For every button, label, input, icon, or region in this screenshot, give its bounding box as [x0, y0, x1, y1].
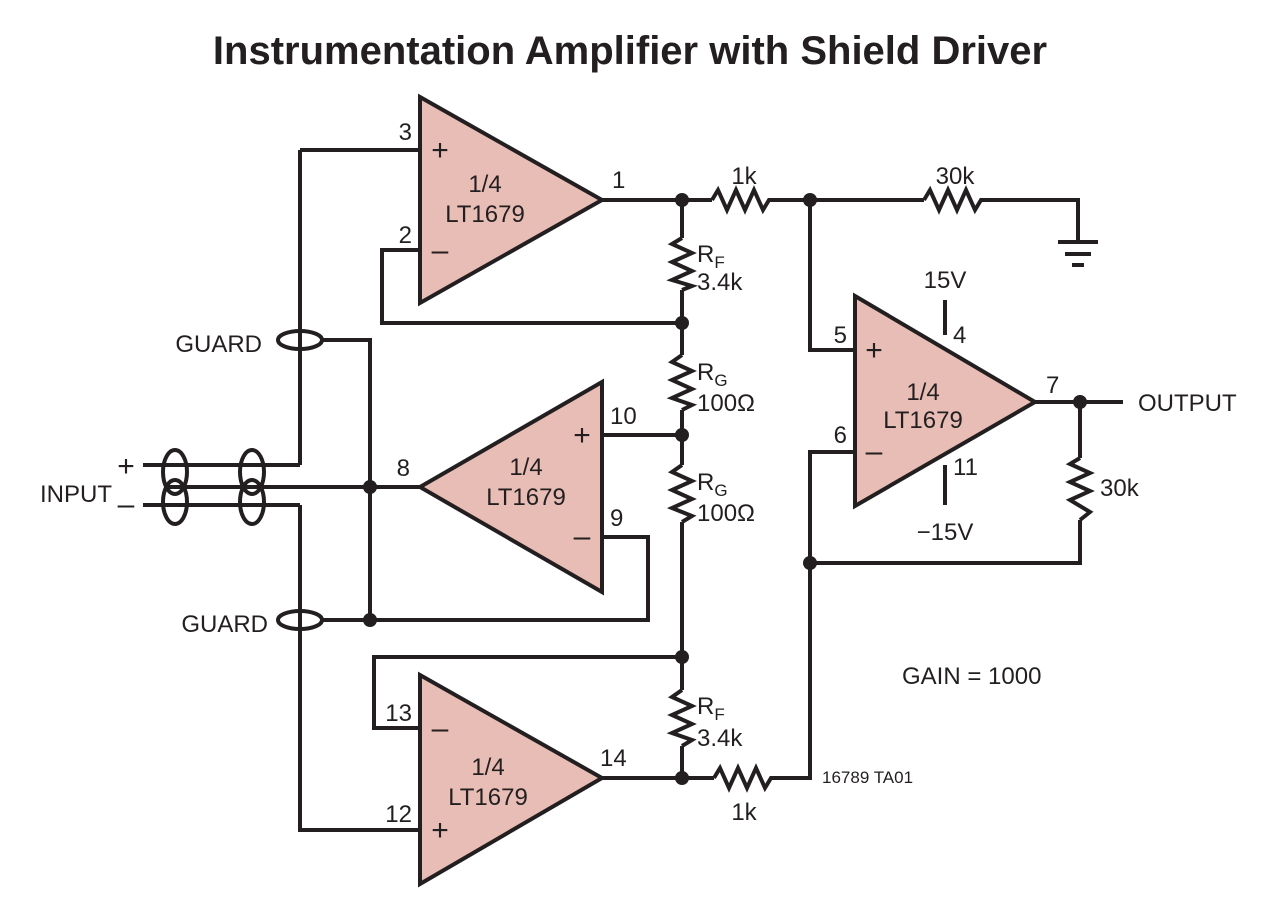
label-rf-bottom: RF — [697, 693, 725, 724]
label-1k-bottom: 1k — [731, 799, 757, 826]
svg-text:+: + — [431, 814, 449, 847]
label-rg-top: RG — [697, 359, 728, 390]
label-rf-top: RF — [697, 241, 725, 272]
shield-ring-right-top — [238, 448, 266, 496]
svg-text:+: + — [573, 419, 591, 452]
op-amp-top-labels: 1/4 LT1679 + – 3 2 1 — [399, 119, 626, 267]
label-rg-bottom-value: 100Ω — [697, 500, 755, 527]
svg-text:+: + — [431, 134, 449, 167]
svg-text:14: 14 — [600, 745, 627, 772]
input-minus-sign: – — [118, 488, 135, 521]
svg-text:1/4: 1/4 — [509, 454, 542, 481]
resistor-30k-top — [922, 185, 986, 215]
resistor-1k-top — [710, 185, 774, 215]
guard-ring-bottom — [276, 609, 324, 631]
op-amp-top — [418, 93, 607, 307]
svg-text:LT1679: LT1679 — [445, 201, 525, 228]
guard-top-label: GUARD — [175, 331, 262, 358]
gain-label: GAIN = 1000 — [902, 663, 1041, 690]
shield-ring-left-top — [161, 448, 189, 496]
op-amp-output — [853, 292, 1039, 510]
svg-text:–: – — [574, 520, 591, 553]
guard-bottom-label: GUARD — [181, 611, 268, 638]
input-plus-sign: + — [117, 450, 135, 483]
svg-text:–: – — [866, 435, 883, 468]
label-1k-top: 1k — [731, 163, 757, 190]
svg-text:10: 10 — [610, 403, 637, 430]
svg-text:1/4: 1/4 — [906, 379, 939, 406]
op-amp-output-labels: 1/4 LT1679 + – 5 6 7 4 11 15V −15V — [834, 267, 1060, 546]
resistor-rf-bottom — [666, 688, 697, 748]
svg-text:7: 7 — [1046, 372, 1059, 399]
label-rg-top-value: 100Ω — [697, 390, 755, 417]
svg-text:LT1679: LT1679 — [486, 484, 566, 511]
resistor-labels: 1k 30k RF 3.4k RG 100Ω RG 100Ω RF 3.4k 1… — [697, 163, 1140, 826]
junction-dots — [363, 193, 1087, 785]
svg-text:+: + — [865, 334, 883, 367]
label-30k-feedback: 30k — [1100, 475, 1140, 502]
resistor-rg-top — [666, 353, 698, 412]
svg-text:12: 12 — [385, 801, 412, 828]
svg-text:11: 11 — [953, 454, 978, 481]
resistor-rg-bottom — [666, 463, 697, 524]
shield-ring-right-bottom — [238, 478, 266, 526]
wires — [143, 148, 1123, 832]
resistor-30k-feedback — [1065, 456, 1095, 522]
svg-text:2: 2 — [399, 222, 412, 249]
svg-text:–: – — [432, 234, 449, 267]
svg-text:3: 3 — [399, 119, 412, 146]
svg-text:13: 13 — [385, 700, 412, 727]
resistor-1k-bottom — [712, 763, 776, 793]
svg-text:LT1679: LT1679 — [448, 784, 528, 811]
svg-text:4: 4 — [953, 322, 966, 349]
figure-code: 16789 TA01 — [822, 768, 913, 787]
label-rg-bottom: RG — [697, 469, 728, 500]
svg-text:9: 9 — [610, 505, 623, 532]
op-amp-bottom — [418, 671, 607, 888]
output-label: OUTPUT — [1138, 390, 1237, 417]
label-rf-bottom-value: 3.4k — [697, 725, 743, 752]
op-amp-middle — [415, 378, 604, 596]
svg-text:1: 1 — [612, 167, 625, 194]
input-label: INPUT — [40, 481, 112, 508]
svg-text:LT1679: LT1679 — [883, 407, 963, 434]
diagram-title: Instrumentation Amplifier with Shield Dr… — [213, 29, 1047, 73]
resistor-rf-top — [666, 236, 699, 292]
op-amp-middle-labels: 1/4 LT1679 + – 8 10 9 — [397, 403, 637, 553]
svg-text:1/4: 1/4 — [468, 171, 501, 198]
svg-text:5: 5 — [834, 322, 847, 349]
svg-text:6: 6 — [834, 422, 847, 449]
label-30k-top: 30k — [936, 163, 976, 190]
supply-negative-label: −15V — [917, 519, 974, 546]
svg-text:8: 8 — [397, 455, 410, 482]
svg-text:1/4: 1/4 — [471, 754, 504, 781]
cable-shields — [161, 329, 324, 631]
guard-ring-top — [276, 329, 324, 351]
supply-positive-label: 15V — [924, 267, 967, 294]
svg-text:–: – — [432, 712, 449, 745]
op-amp-bottom-labels: 1/4 LT1679 – + 13 12 14 — [385, 700, 626, 847]
shield-ring-left-bottom — [161, 478, 189, 526]
resistors — [666, 185, 1095, 793]
label-rf-top-value: 3.4k — [697, 269, 743, 296]
